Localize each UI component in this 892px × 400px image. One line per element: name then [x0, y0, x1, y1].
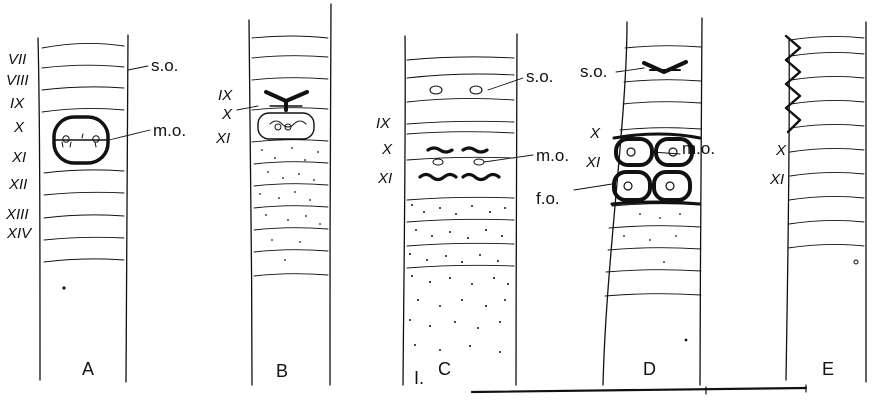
panel-e-numeral-x: X [776, 143, 786, 158]
panel-e-numeral-xi: XI [770, 172, 784, 187]
panel-a-numeral-viii: VIII [6, 73, 29, 88]
panel-b-numeral-xi: XI [216, 131, 230, 146]
panel-c-numeral-ix: IX [376, 116, 390, 131]
panel-b-numeral-x: X [222, 107, 232, 122]
panel-a-numeral-vii: VII [8, 52, 26, 67]
panel-e-letter: E [822, 360, 834, 378]
worm-a [38, 35, 150, 382]
panel-c-numeral-x: X [382, 142, 392, 157]
worm-b [237, 4, 331, 385]
panel-a-label-so: s.o. [151, 57, 178, 74]
panel-a-numeral-xiii: XIII [6, 207, 29, 222]
panel-a-numeral-ix: IX [10, 96, 24, 111]
panel-c-numeral-xi: XI [378, 171, 392, 186]
panel-d-numeral-x: X [590, 126, 600, 141]
panel-c-letter: C [438, 360, 451, 378]
panel-a-numeral-xiv: XIV [7, 226, 31, 241]
panel-c-label-so: s.o. [526, 68, 553, 85]
panel-d-label-mo: m.o. [682, 140, 715, 157]
worm-e [786, 22, 866, 382]
panel-b-numeral-ix: IX [218, 88, 232, 103]
panel-a-numeral-xi: XI [12, 150, 26, 165]
worm-c [403, 34, 533, 385]
panel-b-letter: B [276, 362, 288, 380]
panel-a-numeral-x: X [14, 120, 24, 135]
panel-c-label-mo: m.o. [536, 147, 569, 164]
panel-d-label-so: s.o. [580, 63, 607, 80]
figure-number: I. [414, 368, 424, 389]
panel-a-letter: A [82, 360, 94, 378]
panel-a-label-mo: m.o. [153, 122, 186, 139]
panel-d-numeral-xi: XI [586, 155, 600, 170]
panel-a-numeral-xii: XII [9, 177, 27, 192]
scale-bar [472, 385, 806, 394]
panel-d-label-fo: f.o. [536, 190, 560, 207]
panel-d-letter: D [643, 360, 656, 378]
